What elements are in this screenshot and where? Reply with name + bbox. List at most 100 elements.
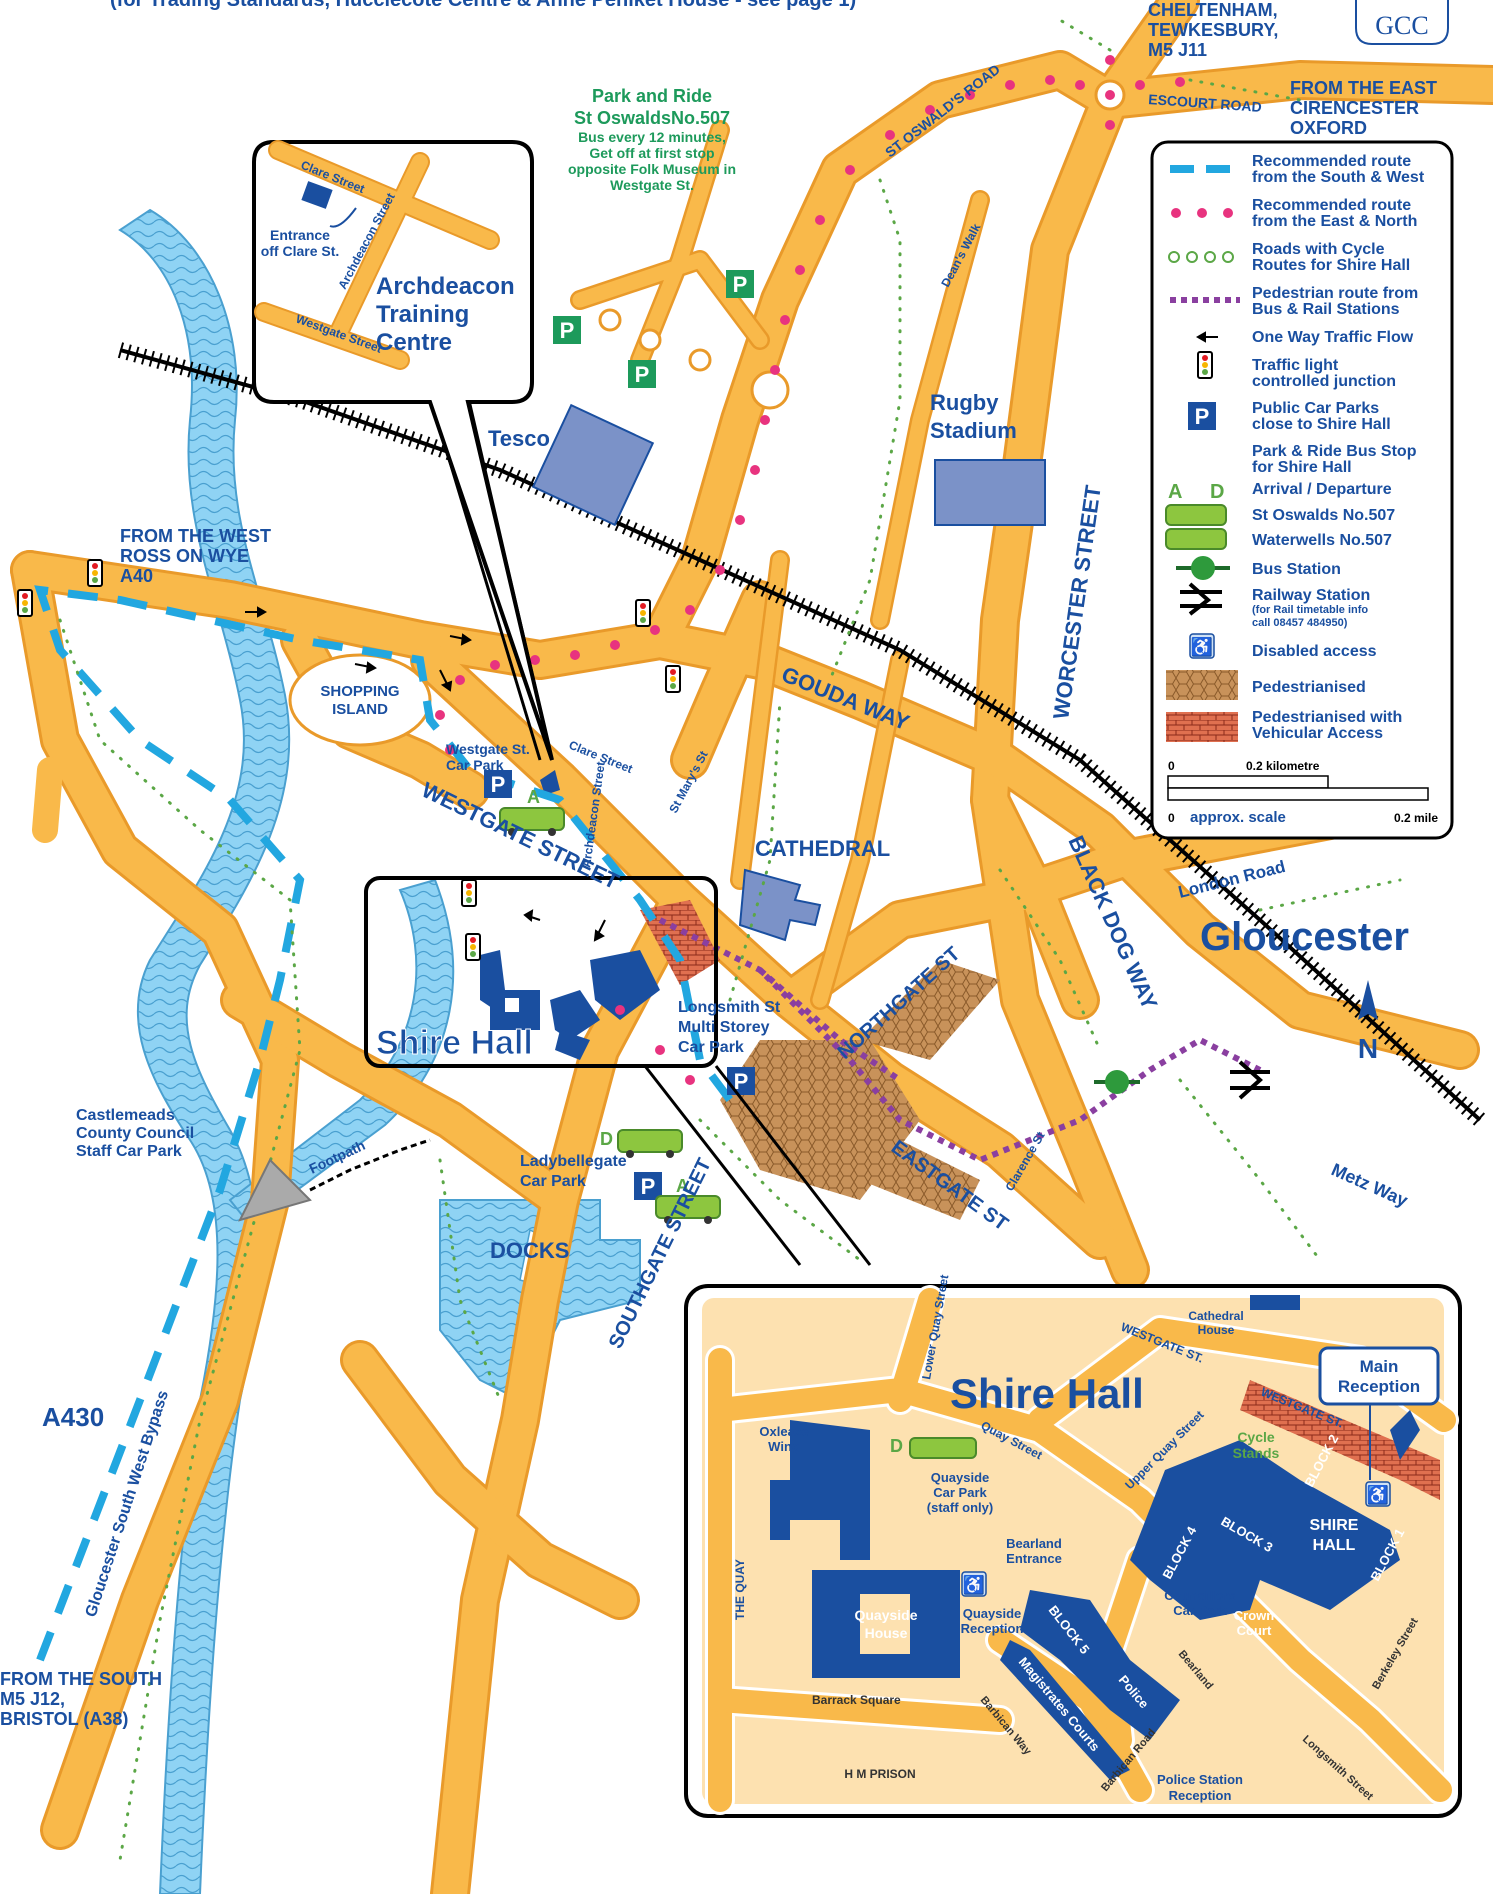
gcc-logo: GCC: [1355, 0, 1449, 45]
svg-text:Castlemeads: Castlemeads: [76, 1107, 175, 1124]
svg-text:Quayside: Quayside: [931, 1470, 990, 1485]
svg-text:Arrival / Departure: Arrival / Departure: [1252, 481, 1392, 498]
svg-text:TEWKESBURY,: TEWKESBURY,: [1148, 20, 1278, 40]
svg-text:Waterwells No.507: Waterwells No.507: [1252, 532, 1392, 549]
svg-text:0.2 kilometre: 0.2 kilometre: [1246, 759, 1320, 773]
inset-archdeacon: Clare Street Archdeacon Street Westgate …: [252, 140, 554, 761]
svg-text:Car Park: Car Park: [678, 1039, 744, 1056]
svg-text:A: A: [676, 1176, 689, 1196]
svg-text:ESCOURT ROAD: ESCOURT ROAD: [1148, 91, 1262, 115]
svg-text:P: P: [491, 772, 506, 797]
traffic-lights: [17, 559, 681, 961]
svg-text:Westgate St.: Westgate St.: [610, 177, 694, 193]
svg-text:HALL: HALL: [1313, 1537, 1356, 1554]
legend: P A D ♿ Recommended route from the South…: [1150, 140, 1454, 840]
bus-station-icon: [1094, 1070, 1140, 1094]
main-disabled-icon: ♿: [1367, 1484, 1389, 1505]
svg-text:Westgate St.: Westgate St.: [446, 741, 530, 757]
one-way-arrows: [245, 606, 606, 942]
svg-text:Oxleaze: Oxleaze: [759, 1424, 808, 1439]
main-reception-box: [1318, 1346, 1440, 1480]
svg-text:Vehicular Access: Vehicular Access: [1252, 725, 1383, 742]
svg-text:Car Park: Car Park: [933, 1485, 987, 1500]
svg-text:WORCESTER STREET: WORCESTER STREET: [1048, 483, 1106, 721]
bus-stop-ladybellegate-a: A: [655, 1176, 721, 1224]
svg-text:Court: Court: [1237, 1623, 1272, 1638]
svg-text:P: P: [560, 318, 575, 343]
svg-text:controlled junction: controlled junction: [1252, 373, 1396, 390]
svg-text:call 08457 484950): call 08457 484950): [1252, 617, 1348, 629]
svg-text:FROM THE SOUTH: FROM THE SOUTH: [0, 1669, 162, 1689]
svg-text:D: D: [600, 1129, 613, 1149]
svg-text:Cycle: Cycle: [1237, 1429, 1275, 1445]
svg-text:OXFORD: OXFORD: [1290, 118, 1367, 138]
svg-text:Car Park: Car Park: [1173, 1603, 1227, 1618]
park-and-ride-p-1: P: [553, 316, 581, 344]
bus-stop-ladybellegate-d: D: [600, 1129, 683, 1158]
pedestrian-route: [658, 917, 1262, 1164]
svg-text:Multi Storey: Multi Storey: [678, 1019, 770, 1036]
svg-text:Archdeacon: Archdeacon: [376, 273, 515, 300]
svg-text:Recommended route: Recommended route: [1252, 197, 1411, 214]
svg-text:Reception: Reception: [1338, 1377, 1420, 1396]
svg-text:Park and Ride: Park and Ride: [592, 86, 712, 106]
park-and-ride-p-3: P: [726, 270, 754, 298]
svg-text:Training: Training: [376, 301, 469, 328]
svg-text:GCC: GCC: [1375, 11, 1428, 40]
rugby-stadium-building: [934, 459, 1046, 526]
inset-shire-hall: D ♿ ♿ Shire Hall Main Reception Cathedra…: [684, 1274, 1462, 1818]
longsmith-p: P: [727, 1067, 755, 1095]
svg-text:Disabled access: Disabled access: [1252, 643, 1377, 660]
svg-text:BRISTOL (A38): BRISTOL (A38): [0, 1709, 128, 1729]
svg-text:Centre: Centre: [376, 329, 452, 356]
svg-text:Stadium: Stadium: [930, 418, 1017, 443]
svg-text:Pedestrian route from: Pedestrian route from: [1252, 285, 1418, 302]
tesco-building: [531, 403, 655, 527]
svg-text:Routes for Shire Hall: Routes for Shire Hall: [1252, 257, 1410, 274]
westgate-p: P: [484, 770, 512, 798]
svg-text:(staff only): (staff only): [927, 1500, 993, 1515]
ladybellegate-p: P: [634, 1172, 662, 1200]
svg-text:Police Station: Police Station: [1157, 1772, 1243, 1787]
svg-text:Bus every 12 minutes,: Bus every 12 minutes,: [578, 129, 726, 145]
svg-text:Public Car Parks: Public Car Parks: [1252, 400, 1379, 417]
svg-text:Entrance: Entrance: [270, 227, 330, 243]
svg-text:P: P: [734, 1069, 749, 1094]
railway-station-icon: [1230, 1060, 1270, 1100]
svg-text:A40: A40: [120, 566, 153, 586]
svg-text:FROM THE WEST: FROM THE WEST: [120, 526, 271, 546]
buildings: [480, 403, 1046, 1060]
svg-text:Quayside: Quayside: [963, 1606, 1022, 1621]
svg-text:H M PRISON: H M PRISON: [844, 1767, 915, 1781]
route-south-west: [34, 585, 734, 1662]
svg-text:Railway Station: Railway Station: [1252, 587, 1370, 604]
svg-text:opposite Folk Museum in: opposite Folk Museum in: [568, 161, 736, 177]
svg-text:DOCKS: DOCKS: [490, 1238, 569, 1263]
svg-text:Ladybellegate: Ladybellegate: [520, 1153, 627, 1170]
disabled-access-icon: ♿: [1191, 636, 1213, 657]
svg-text:Staff Car Park: Staff Car Park: [76, 1143, 182, 1160]
svg-text:CIRENCESTER: CIRENCESTER: [1290, 98, 1419, 118]
inset-buildings: [770, 1295, 1420, 1780]
svg-text:Car Park: Car Park: [520, 1173, 586, 1190]
svg-text:P: P: [641, 1174, 656, 1199]
svg-text:Quayside: Quayside: [854, 1607, 917, 1623]
svg-text:House: House: [865, 1625, 908, 1641]
shopping-island: [288, 653, 432, 747]
north-arrow-icon: N: [1358, 980, 1378, 1064]
legend-symbols: P A D ♿: [1165, 165, 1240, 742]
scale-bar: 0 0.2 kilometre 0 approx. scale 0.2 mile: [1167, 759, 1438, 826]
svg-text:Pedestrianised with: Pedestrianised with: [1252, 709, 1402, 726]
svg-text:P: P: [1195, 404, 1210, 429]
svg-text:CATHEDRAL: CATHEDRAL: [755, 836, 890, 861]
svg-text:0.2 mile: 0.2 mile: [1394, 811, 1438, 825]
archdeacon-building: [301, 181, 333, 209]
bus-stop-westgate: A: [499, 787, 565, 836]
svg-text:Pedestrianised: Pedestrianised: [1252, 679, 1366, 696]
svg-text:Gloucester: Gloucester: [1200, 915, 1409, 959]
svg-text:approx. scale: approx. scale: [1190, 809, 1286, 826]
svg-text:(for Rail timetable info: (for Rail timetable info: [1252, 604, 1368, 616]
svg-text:County Council: County Council: [76, 1125, 194, 1142]
svg-text:Reception: Reception: [961, 1621, 1024, 1636]
